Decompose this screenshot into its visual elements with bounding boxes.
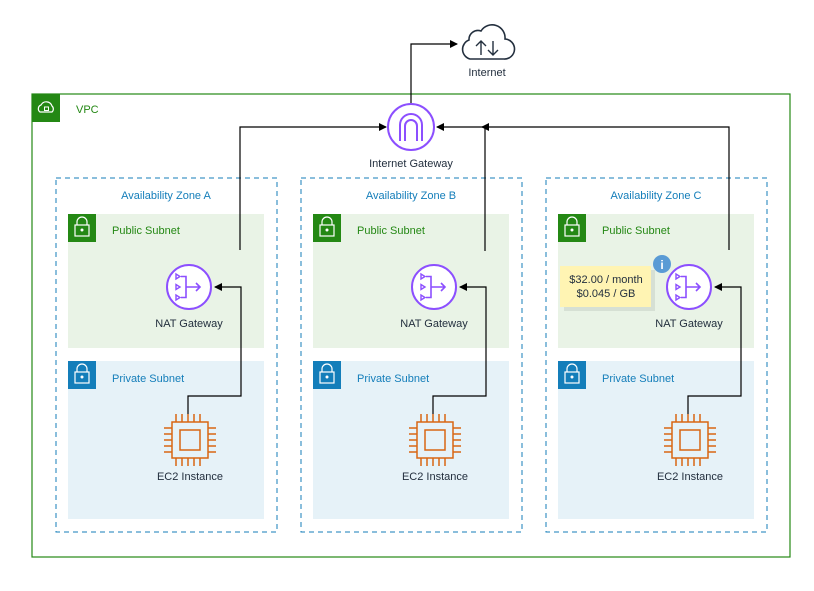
ec2-instance-icon bbox=[664, 414, 716, 466]
connector-ec2-a-nat bbox=[187, 283, 242, 414]
private-subnet-label: Private Subnet bbox=[112, 373, 184, 385]
private-subnet-lock-icon bbox=[68, 361, 96, 389]
internet-gateway-label: Internet Gateway bbox=[369, 158, 453, 170]
ec2-instance-label: EC2 Instance bbox=[157, 471, 223, 483]
vpc-label: VPC bbox=[76, 104, 99, 116]
pricing-note-per-gb: $0.045 / GB bbox=[577, 288, 636, 300]
connector-igw-internet bbox=[410, 40, 458, 107]
nat-gateway-icon bbox=[166, 264, 212, 310]
nat-gateway-label: NAT Gateway bbox=[655, 318, 723, 330]
internet-label: Internet bbox=[468, 67, 505, 79]
info-icon[interactable]: i bbox=[653, 255, 671, 273]
public-subnet-b bbox=[313, 214, 509, 348]
ec2-instance-icon bbox=[164, 414, 216, 466]
public-subnet-lock-icon bbox=[68, 214, 96, 242]
public-subnet-lock-icon bbox=[313, 214, 341, 242]
nat-gateway-label: NAT Gateway bbox=[155, 318, 223, 330]
az-label: Availability Zone C bbox=[611, 190, 702, 202]
private-subnet-c bbox=[558, 361, 754, 519]
nat-gateway-icon bbox=[411, 264, 457, 310]
internet-cloud-icon bbox=[461, 24, 516, 60]
az-b-container bbox=[300, 177, 523, 533]
private-subnet-label: Private Subnet bbox=[602, 373, 674, 385]
ec2-instance-icon bbox=[409, 414, 461, 466]
private-subnet-lock-icon bbox=[313, 361, 341, 389]
connector-nat-c-igw bbox=[481, 123, 730, 250]
pricing-note-monthly: $32.00 / month bbox=[569, 274, 642, 286]
vpc-icon bbox=[32, 94, 60, 122]
svg-text:i: i bbox=[660, 258, 663, 272]
az-c-container bbox=[545, 177, 768, 533]
private-subnet-lock-icon bbox=[558, 361, 586, 389]
az-a-container bbox=[55, 177, 278, 533]
nat-gateway-icon bbox=[666, 264, 712, 310]
public-subnet-lock-icon bbox=[558, 214, 586, 242]
connector-ec2-b-nat bbox=[432, 283, 487, 414]
pricing-note: $32.00 / month $0.045 / GB bbox=[560, 266, 655, 311]
public-subnet-label: Public Subnet bbox=[357, 225, 425, 237]
az-label: Availability Zone A bbox=[121, 190, 211, 202]
connector-nat-a-igw bbox=[239, 123, 387, 250]
public-subnet-label: Public Subnet bbox=[112, 225, 180, 237]
ec2-instance-label: EC2 Instance bbox=[402, 471, 468, 483]
private-subnet-label: Private Subnet bbox=[357, 373, 429, 385]
public-subnet-a bbox=[68, 214, 264, 348]
az-label: Availability Zone B bbox=[366, 190, 456, 202]
internet-gateway-icon bbox=[387, 103, 435, 151]
nat-gateway-label: NAT Gateway bbox=[400, 318, 468, 330]
connector-ec2-c-nat bbox=[687, 283, 742, 414]
public-subnet-label: Public Subnet bbox=[602, 225, 670, 237]
ec2-instance-label: EC2 Instance bbox=[657, 471, 723, 483]
